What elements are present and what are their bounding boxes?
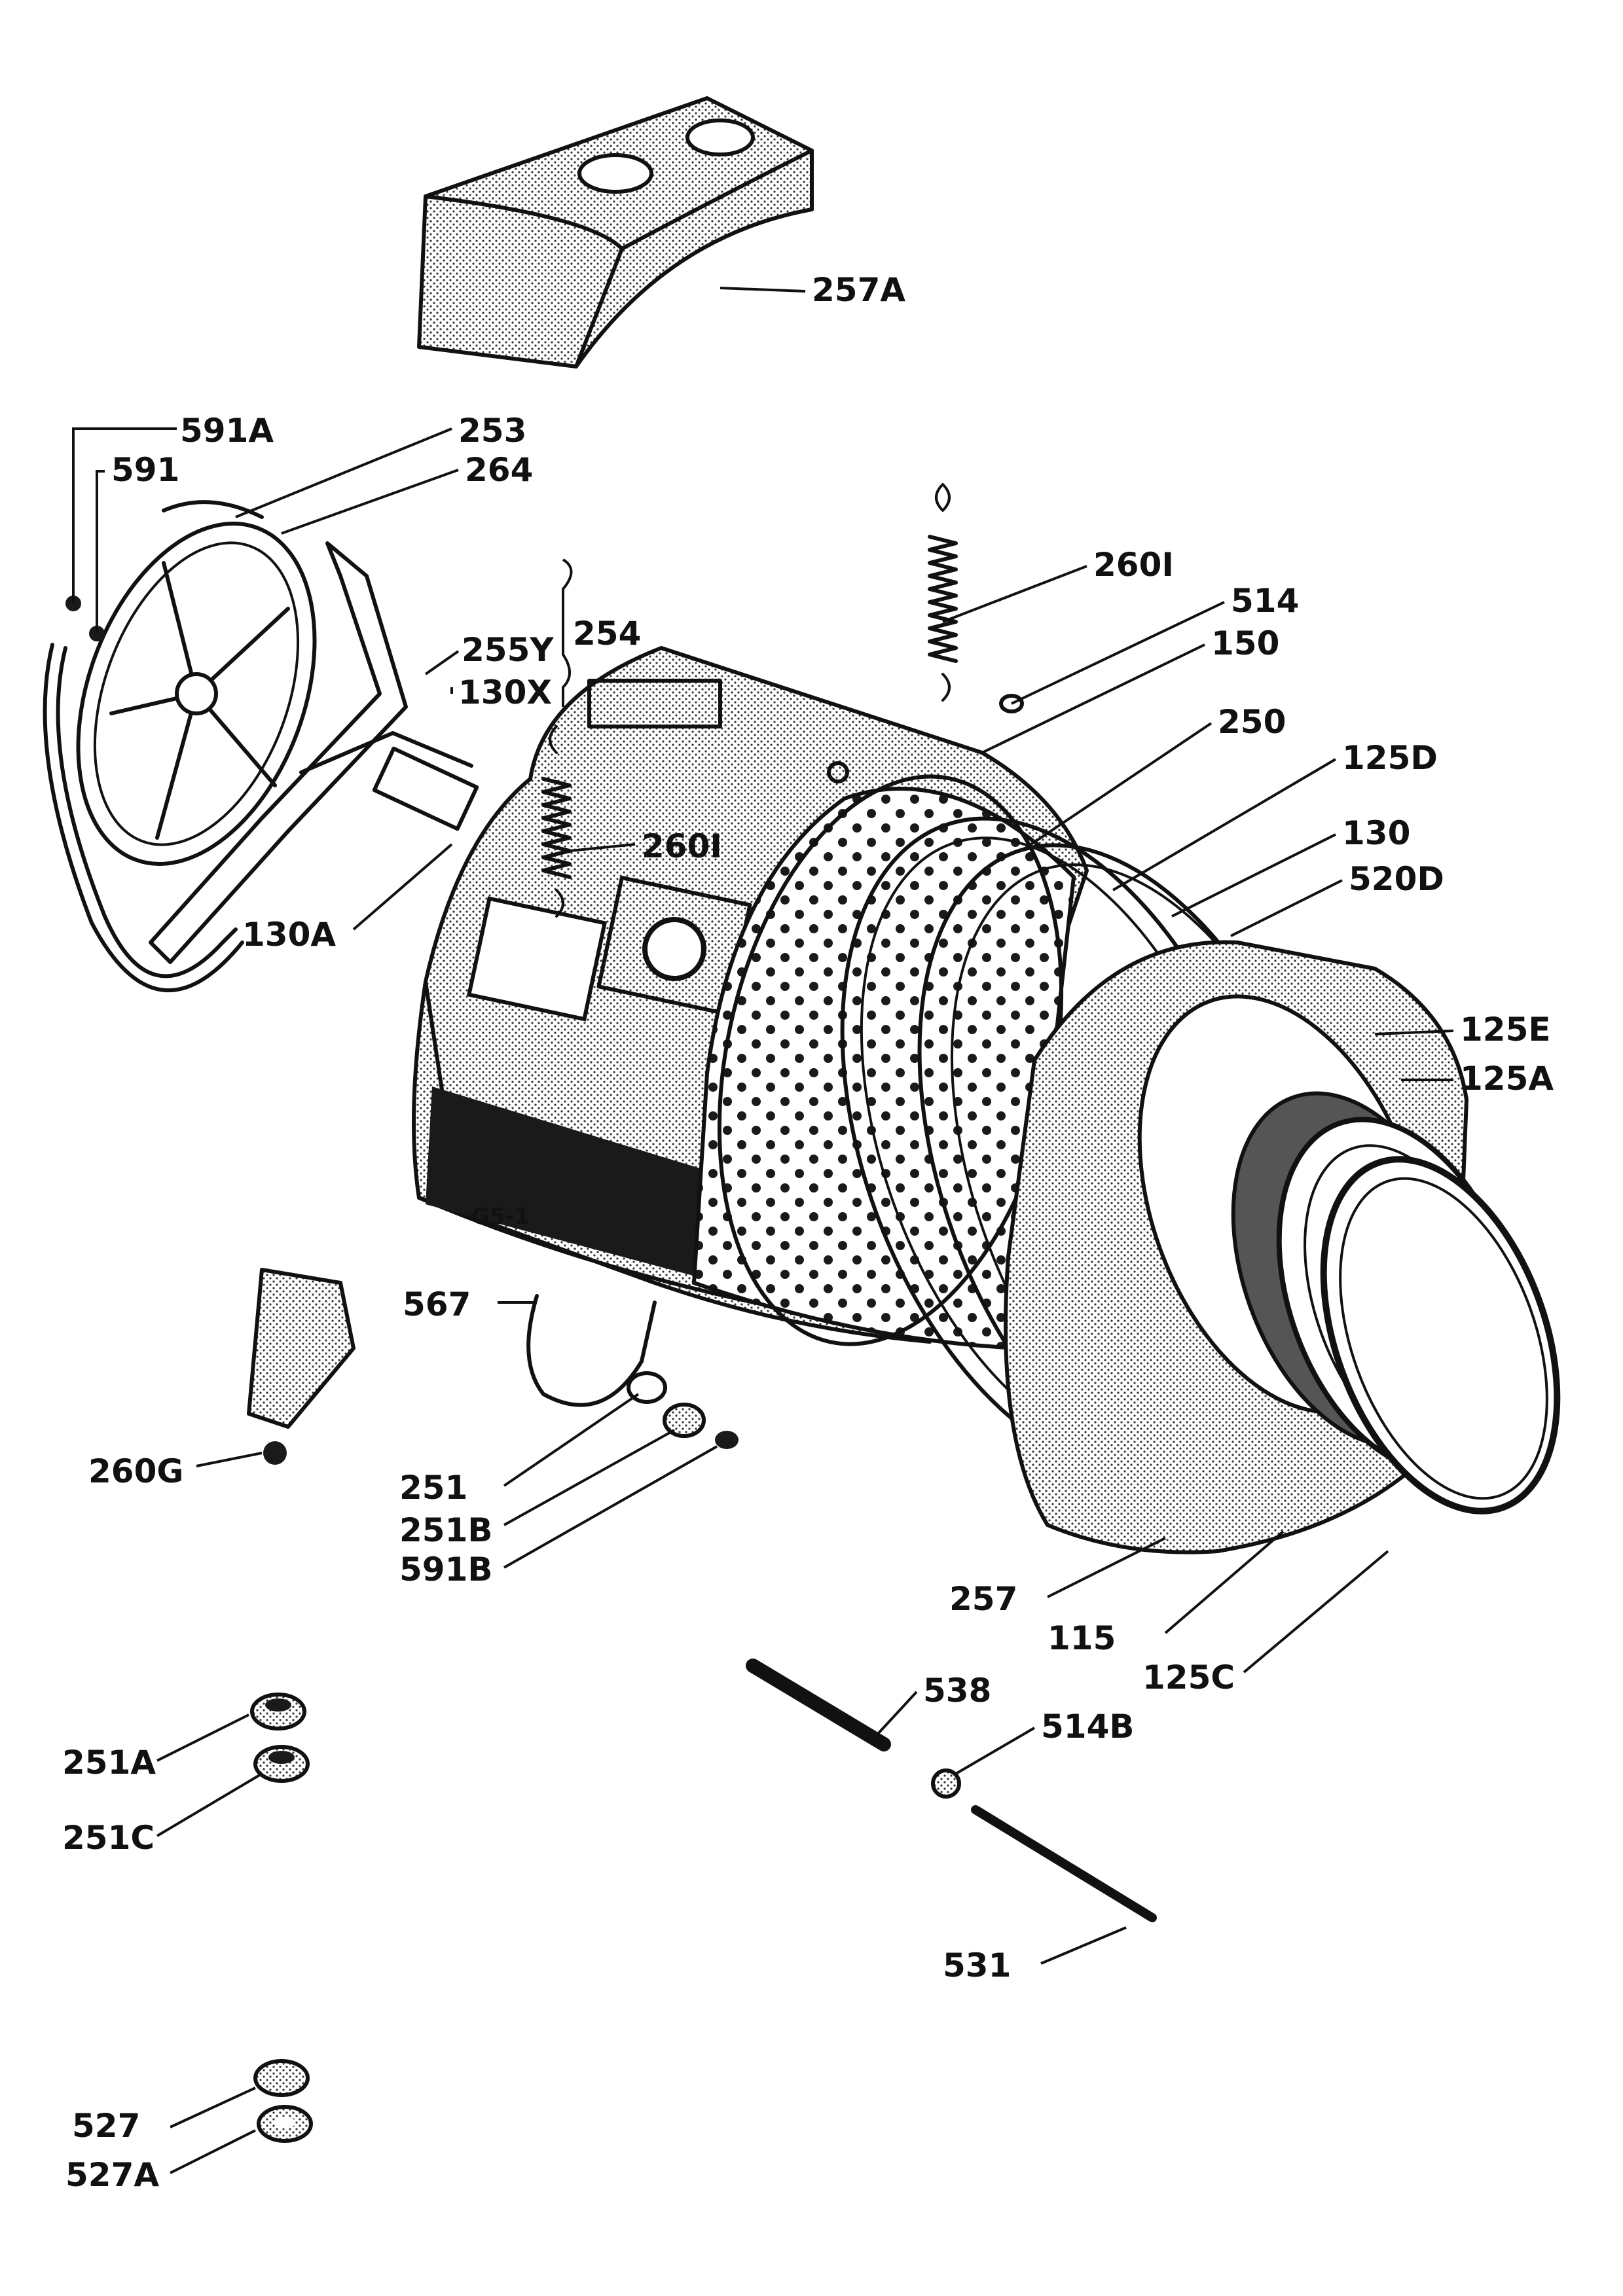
label-g5-1: G5-1 bbox=[471, 1204, 530, 1230]
label-125e: 125E bbox=[1460, 1011, 1551, 1049]
label-150: 150 bbox=[1211, 624, 1279, 662]
callout-labels: 257A 591A 591 253 264 254 255Y 130X 260I… bbox=[62, 271, 1554, 2194]
nut-514 bbox=[999, 694, 1024, 713]
label-538: 538 bbox=[923, 1672, 991, 1710]
label-255y: 255Y bbox=[462, 631, 554, 669]
label-254: 254 bbox=[573, 615, 641, 653]
label-527: 527 bbox=[72, 2107, 140, 2145]
shaft-531 bbox=[971, 1805, 1157, 1922]
rubber-bush-251c bbox=[253, 1745, 310, 1783]
label-591: 591 bbox=[111, 451, 179, 489]
stud-591 bbox=[65, 596, 105, 641]
label-125d: 125D bbox=[1342, 739, 1438, 777]
label-260i-upper: 260I bbox=[1093, 546, 1174, 584]
spring-upper-right bbox=[928, 483, 958, 702]
label-591a: 591A bbox=[180, 412, 274, 450]
label-527a: 527A bbox=[65, 2156, 159, 2194]
rubber-bush-251a bbox=[250, 1693, 306, 1731]
label-251a: 251A bbox=[62, 1744, 156, 1782]
label-130: 130 bbox=[1342, 814, 1410, 852]
label-260i-left: 260I bbox=[642, 827, 722, 865]
label-514b: 514B bbox=[1041, 1708, 1134, 1746]
label-115: 115 bbox=[1048, 1619, 1116, 1657]
label-251: 251 bbox=[399, 1469, 467, 1507]
label-567: 567 bbox=[403, 1285, 471, 1323]
label-260g: 260G bbox=[88, 1452, 183, 1490]
label-125c: 125C bbox=[1142, 1659, 1235, 1696]
label-257: 257 bbox=[949, 1580, 1017, 1618]
label-253: 253 bbox=[458, 412, 526, 450]
foot-bracket-260g bbox=[247, 1268, 356, 1465]
bolt-591b bbox=[715, 1431, 739, 1449]
label-125a: 125A bbox=[1460, 1060, 1554, 1098]
label-531: 531 bbox=[943, 1946, 1011, 1984]
bracket-567 bbox=[526, 1294, 657, 1407]
rod-538 bbox=[746, 1659, 891, 1751]
label-251c: 251C bbox=[62, 1819, 155, 1857]
label-591b: 591B bbox=[399, 1551, 492, 1588]
label-130a: 130A bbox=[242, 916, 336, 954]
washer-251b bbox=[663, 1403, 706, 1438]
washer-251 bbox=[627, 1371, 667, 1404]
label-520d: 520D bbox=[1349, 860, 1444, 898]
label-250: 250 bbox=[1218, 703, 1286, 741]
label-130x: 130X bbox=[458, 673, 552, 711]
door-seal-gasket bbox=[1231, 1091, 1561, 1515]
label-514: 514 bbox=[1231, 582, 1299, 620]
counterweight-top-part bbox=[417, 96, 814, 368]
washer-527a bbox=[257, 2105, 313, 2143]
label-264: 264 bbox=[465, 451, 533, 489]
nut-527 bbox=[253, 2059, 310, 2097]
bolt-514b bbox=[931, 1768, 961, 1799]
spring-left bbox=[541, 725, 572, 918]
label-257a: 257A bbox=[812, 271, 905, 309]
label-251b: 251B bbox=[399, 1511, 492, 1549]
leader-lines bbox=[72, 287, 1454, 2174]
